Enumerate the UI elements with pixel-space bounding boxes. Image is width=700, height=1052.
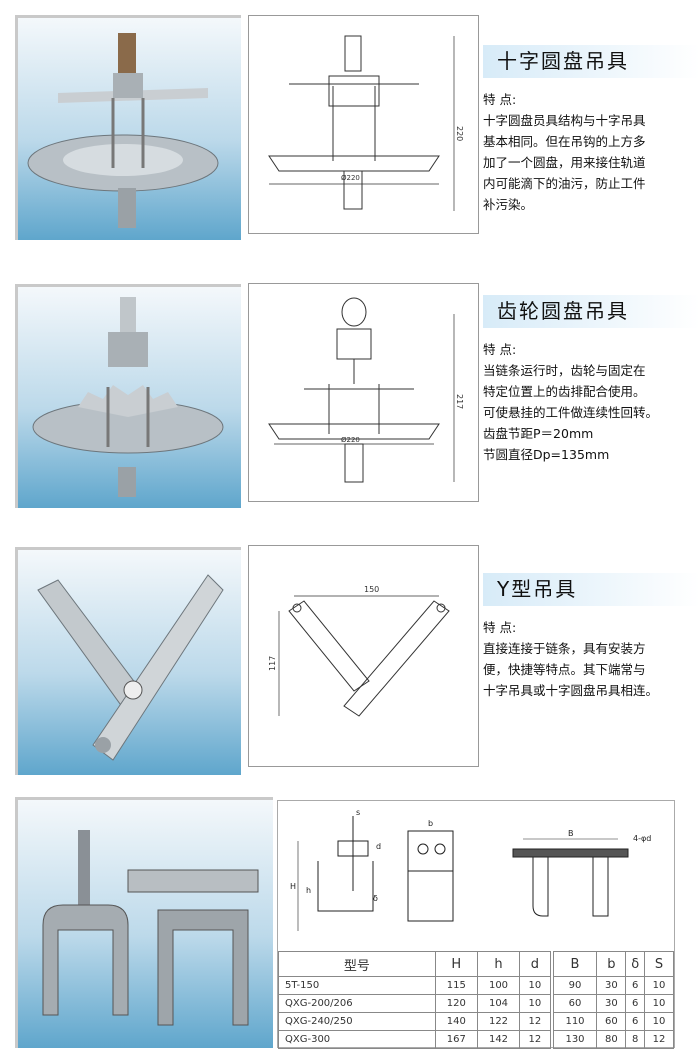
cell: 80 bbox=[596, 1030, 627, 1049]
cross-disc-hanger-photo bbox=[15, 15, 241, 240]
cell: 5T-150 bbox=[278, 976, 436, 995]
section-description: 特 点: 当链条运行时，齿轮与固定在 特定位置上的齿排配合使用。 可使悬挂的工件… bbox=[483, 339, 698, 465]
description-line: 直接连接于链条，具有安装方 bbox=[483, 641, 646, 656]
cell: 8 bbox=[625, 1030, 646, 1049]
column-header: 型号 bbox=[278, 951, 436, 977]
y-hanger-photo bbox=[15, 547, 241, 775]
height-dimension: 117 bbox=[268, 656, 277, 671]
cell: 100 bbox=[476, 976, 521, 995]
features-label: 特 点: bbox=[483, 620, 517, 635]
cell: 140 bbox=[434, 1012, 478, 1031]
cell: 104 bbox=[476, 994, 521, 1013]
cell: 120 bbox=[434, 994, 478, 1013]
section-title: Y型吊具 bbox=[483, 573, 700, 606]
cell: 60 bbox=[549, 994, 598, 1013]
cell: 12 bbox=[519, 1030, 553, 1049]
dim-B: B bbox=[568, 829, 574, 838]
diameter-dimension: Ø220 bbox=[341, 174, 360, 182]
cell: 142 bbox=[476, 1030, 521, 1049]
description-line: 齿盘节距P＝20mm bbox=[483, 426, 594, 441]
description-line: 特定位置上的齿排配合使用。 bbox=[483, 384, 646, 399]
dim-delta: δ bbox=[373, 894, 378, 903]
cell: 122 bbox=[476, 1012, 521, 1031]
dim-h: h bbox=[306, 886, 311, 895]
description-line: 加了一个圆盘，用来接住轨道 bbox=[483, 155, 646, 170]
dim-d: d bbox=[376, 842, 381, 851]
cell: 30 bbox=[596, 994, 627, 1013]
dim-s: s bbox=[356, 808, 360, 817]
cross-disc-hanger-drawing: 220 Ø220 bbox=[248, 15, 479, 234]
cell: 90 bbox=[549, 976, 598, 995]
cell: QXG-200/206 bbox=[278, 994, 436, 1013]
height-dimension: 220 bbox=[455, 126, 464, 141]
cell: 6 bbox=[625, 976, 646, 995]
cell: 10 bbox=[519, 994, 553, 1013]
height-dimension: 217 bbox=[455, 394, 464, 409]
gear-disc-hanger-drawing: 217 Ø220 bbox=[248, 283, 479, 502]
cell: 130 bbox=[549, 1030, 598, 1049]
cell: QXG-300 bbox=[278, 1030, 436, 1049]
description-line: 补污染。 bbox=[483, 197, 534, 212]
cell: 110 bbox=[549, 1012, 598, 1031]
section-description: 特 点: 直接连接于链条，具有安装方 便，快捷等特点。其下端常与 十字吊具或十字… bbox=[483, 617, 698, 701]
description-line: 内可能滴下的油污，防止工件 bbox=[483, 176, 646, 191]
cell: 60 bbox=[596, 1012, 627, 1031]
column-header: H bbox=[434, 951, 478, 977]
section-title: 十字圆盘吊具 bbox=[483, 45, 700, 78]
column-header: δ bbox=[625, 951, 646, 977]
cell: 10 bbox=[644, 994, 674, 1013]
diameter-dimension: Ø220 bbox=[341, 436, 360, 444]
cell: 6 bbox=[625, 1012, 646, 1031]
description-line: 便，快捷等特点。其下端常与 bbox=[483, 662, 646, 677]
section-title: 齿轮圆盘吊具 bbox=[483, 295, 700, 328]
cell: 12 bbox=[519, 1012, 553, 1031]
cell: 12 bbox=[644, 1030, 674, 1049]
cell: 30 bbox=[596, 976, 627, 995]
dim-b: b bbox=[428, 819, 433, 828]
dim-H: H bbox=[290, 882, 296, 891]
column-header: S bbox=[644, 951, 674, 977]
description-line: 可使悬挂的工件做连续性回转。 bbox=[483, 405, 659, 420]
trolley-hanger-spec-panel: s d H h δ b B 4-φd 型号 H h d B b δ S 5T-1… bbox=[277, 800, 675, 1049]
gear-disc-hanger-photo bbox=[15, 284, 241, 508]
description-line: 十字圆盘员具结构与十字吊具 bbox=[483, 113, 646, 128]
cell: 10 bbox=[644, 976, 674, 995]
features-label: 特 点: bbox=[483, 342, 517, 357]
dim-hole: 4-φd bbox=[633, 834, 651, 843]
cell: 10 bbox=[519, 976, 553, 995]
description-line: 基本相同。但在吊钩的上方多 bbox=[483, 134, 646, 149]
cell: QXG-240/250 bbox=[278, 1012, 436, 1031]
width-dimension: 150 bbox=[364, 585, 379, 594]
cell: 6 bbox=[625, 994, 646, 1013]
table-header-row: 型号 H h d B b δ S bbox=[278, 951, 674, 977]
cell: 115 bbox=[434, 976, 478, 995]
y-hanger-drawing: 150 117 bbox=[248, 545, 479, 767]
description-line: 节圆直径Dp=135mm bbox=[483, 447, 610, 462]
description-line: 当链条运行时，齿轮与固定在 bbox=[483, 363, 646, 378]
trolley-hanger-photo bbox=[15, 797, 273, 1048]
column-header: h bbox=[476, 951, 521, 977]
cell: 167 bbox=[434, 1030, 478, 1049]
column-header: B bbox=[549, 951, 598, 977]
column-header: d bbox=[519, 951, 553, 977]
description-line: 十字吊具或十字圆盘吊具相连。 bbox=[483, 683, 659, 698]
section-description: 特 点: 十字圆盘员具结构与十字吊具 基本相同。但在吊钩的上方多 加了一个圆盘，… bbox=[483, 89, 698, 215]
features-label: 特 点: bbox=[483, 92, 517, 107]
column-header: b bbox=[596, 951, 627, 977]
cell: 10 bbox=[644, 1012, 674, 1031]
